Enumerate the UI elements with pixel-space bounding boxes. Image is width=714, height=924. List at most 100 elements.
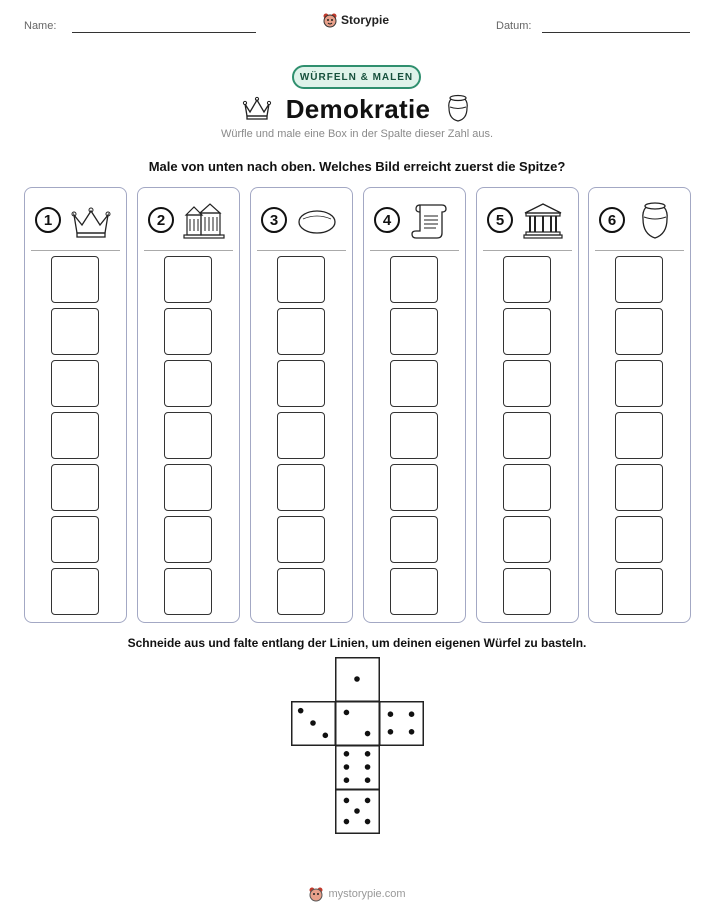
temple-icon bbox=[523, 203, 563, 239]
column-number: 3 bbox=[261, 207, 287, 233]
stone-icon bbox=[298, 210, 336, 234]
die-face-2 bbox=[335, 701, 380, 746]
die-pip bbox=[343, 764, 350, 770]
color-box[interactable] bbox=[51, 360, 99, 407]
title-text: Demokratie bbox=[285, 93, 431, 124]
date-label: Datum: bbox=[496, 20, 532, 32]
color-box[interactable] bbox=[51, 516, 99, 563]
color-box[interactable] bbox=[390, 308, 438, 355]
brand-logo: Storypie bbox=[322, 12, 389, 28]
color-box[interactable] bbox=[277, 412, 325, 459]
color-box[interactable] bbox=[615, 568, 663, 615]
die-pip bbox=[408, 711, 415, 717]
color-box[interactable] bbox=[503, 308, 551, 355]
column-4: 4 bbox=[363, 187, 466, 623]
color-box[interactable] bbox=[503, 464, 551, 511]
storypie-mascot-icon bbox=[323, 13, 337, 28]
column-3: 3 bbox=[250, 187, 353, 623]
color-box[interactable] bbox=[615, 412, 663, 459]
brand-name: Storypie bbox=[341, 13, 390, 27]
color-box[interactable] bbox=[390, 256, 438, 303]
color-box[interactable] bbox=[51, 568, 99, 615]
color-box[interactable] bbox=[503, 360, 551, 407]
subtitle: Würfle und male eine Box in der Spalte d… bbox=[220, 128, 494, 140]
die-pip bbox=[354, 676, 360, 682]
die-pip bbox=[408, 729, 415, 735]
footer: mystorypie.com bbox=[0, 886, 714, 902]
column-6: 6 bbox=[588, 187, 691, 623]
color-box[interactable] bbox=[164, 360, 212, 407]
die-pip bbox=[364, 751, 371, 757]
color-box[interactable] bbox=[390, 568, 438, 615]
column-number: 4 bbox=[374, 207, 400, 233]
color-box[interactable] bbox=[277, 360, 325, 407]
die-pip bbox=[364, 730, 371, 737]
color-box[interactable] bbox=[277, 464, 325, 511]
die-face-5 bbox=[335, 789, 380, 834]
color-box[interactable] bbox=[503, 568, 551, 615]
cut-instruction: Schneide aus und falte entlang der Linie… bbox=[127, 636, 587, 650]
column-number: 2 bbox=[148, 207, 174, 233]
column-1: 1 bbox=[24, 187, 127, 623]
color-box[interactable] bbox=[51, 308, 99, 355]
die-pip bbox=[364, 797, 371, 804]
color-box[interactable] bbox=[277, 516, 325, 563]
die-face-6 bbox=[335, 745, 380, 790]
color-box[interactable] bbox=[503, 412, 551, 459]
name-label: Name: bbox=[24, 20, 57, 32]
name-line[interactable] bbox=[72, 32, 256, 33]
die-pip bbox=[343, 709, 350, 716]
die-face-3 bbox=[291, 701, 336, 746]
color-box[interactable] bbox=[277, 308, 325, 355]
color-box[interactable] bbox=[51, 412, 99, 459]
die-pip bbox=[343, 751, 350, 757]
color-box[interactable] bbox=[615, 464, 663, 511]
city-buildings-icon bbox=[183, 203, 225, 239]
column-5: 5 bbox=[476, 187, 579, 623]
column-number: 1 bbox=[35, 207, 61, 233]
page-title: Demokratie bbox=[0, 92, 714, 126]
color-box[interactable] bbox=[390, 360, 438, 407]
color-box[interactable] bbox=[164, 464, 212, 511]
color-box[interactable] bbox=[164, 256, 212, 303]
color-box[interactable] bbox=[164, 516, 212, 563]
die-pip bbox=[387, 711, 394, 717]
color-box[interactable] bbox=[164, 412, 212, 459]
storypie-mascot-icon bbox=[309, 887, 323, 902]
die-pip bbox=[322, 732, 329, 739]
die-pip bbox=[343, 797, 350, 804]
footer-url: mystorypie.com bbox=[328, 888, 406, 900]
column-2: 2 bbox=[137, 187, 240, 623]
pot-icon bbox=[448, 94, 469, 122]
die-pip bbox=[354, 808, 360, 814]
activity-badge: WÜRFELN & MALEN bbox=[292, 65, 421, 89]
die-pip bbox=[343, 777, 350, 783]
pot-icon bbox=[642, 202, 668, 239]
crown-icon bbox=[242, 96, 271, 120]
color-box[interactable] bbox=[503, 516, 551, 563]
column-number: 6 bbox=[599, 207, 625, 233]
column-number: 5 bbox=[487, 207, 513, 233]
color-box[interactable] bbox=[390, 516, 438, 563]
color-box[interactable] bbox=[277, 256, 325, 303]
color-box[interactable] bbox=[164, 308, 212, 355]
die-pip bbox=[297, 707, 304, 714]
color-box[interactable] bbox=[51, 464, 99, 511]
color-box[interactable] bbox=[503, 256, 551, 303]
color-box[interactable] bbox=[615, 516, 663, 563]
color-box[interactable] bbox=[390, 464, 438, 511]
color-box[interactable] bbox=[390, 412, 438, 459]
color-box[interactable] bbox=[51, 256, 99, 303]
color-box[interactable] bbox=[615, 360, 663, 407]
die-pip bbox=[364, 818, 371, 825]
date-line[interactable] bbox=[542, 32, 690, 33]
color-box[interactable] bbox=[277, 568, 325, 615]
die-face-1 bbox=[335, 657, 380, 702]
die-pip bbox=[310, 720, 316, 726]
color-box[interactable] bbox=[615, 256, 663, 303]
color-box[interactable] bbox=[615, 308, 663, 355]
scroll-icon bbox=[411, 204, 447, 239]
die-pip bbox=[364, 777, 371, 783]
die-pip bbox=[343, 818, 350, 825]
color-box[interactable] bbox=[164, 568, 212, 615]
